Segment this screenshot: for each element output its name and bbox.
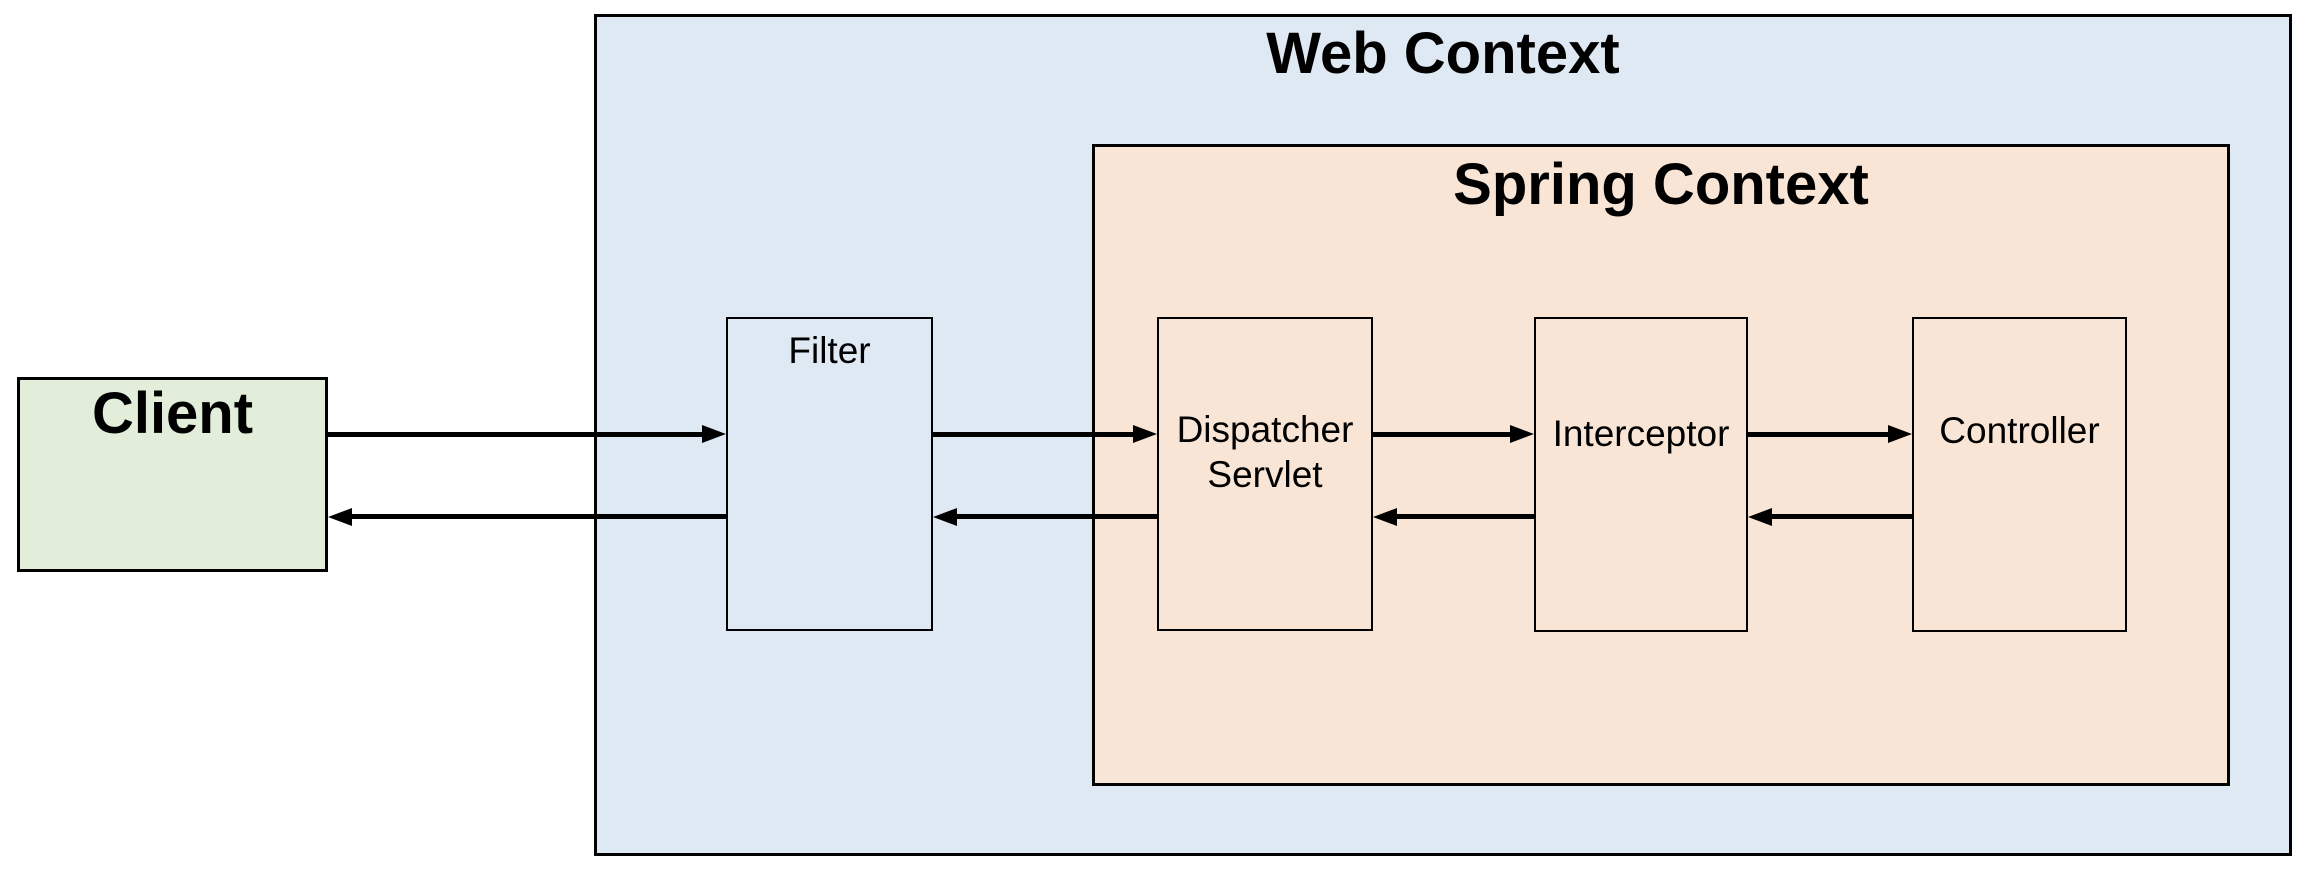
dispatcher-servlet-label-line1: Dispatcher <box>1176 409 1354 450</box>
arrow-shaft <box>933 432 1133 437</box>
arrowhead-left-icon <box>1748 508 1772 526</box>
arrow-shaft <box>1397 514 1534 519</box>
client-label: Client <box>91 381 254 446</box>
interceptor-box: Interceptor <box>1534 317 1748 632</box>
interceptor-label: Interceptor <box>1552 413 1730 454</box>
web-context-title: Web Context <box>1266 21 1620 86</box>
filter-box: Filter <box>726 317 933 631</box>
arrowhead-right-icon <box>1888 425 1912 443</box>
controller-label: Controller <box>1939 410 2100 451</box>
client-box: Client <box>17 377 328 572</box>
arrowhead-left-icon <box>328 508 352 526</box>
arrow-shaft <box>352 514 726 519</box>
arrow-shaft <box>957 514 1157 519</box>
arrow-shaft <box>1373 432 1510 437</box>
arrowhead-right-icon <box>1510 425 1534 443</box>
spring-context-title: Spring Context <box>1453 152 1869 217</box>
dispatcher-servlet-box: Dispatcher Servlet <box>1157 317 1373 631</box>
filter-label: Filter <box>788 330 871 371</box>
arrow-shaft <box>1772 514 1912 519</box>
dispatcher-servlet-label: Dispatcher Servlet <box>1159 319 1371 497</box>
arrow-shaft <box>328 432 702 437</box>
arrowhead-right-icon <box>1133 425 1157 443</box>
controller-box: Controller <box>1912 317 2127 632</box>
arrowhead-left-icon <box>933 508 957 526</box>
dispatcher-servlet-label-line2: Servlet <box>1207 454 1323 495</box>
arrowhead-right-icon <box>702 425 726 443</box>
arrow-shaft <box>1748 432 1888 437</box>
arrowhead-left-icon <box>1373 508 1397 526</box>
